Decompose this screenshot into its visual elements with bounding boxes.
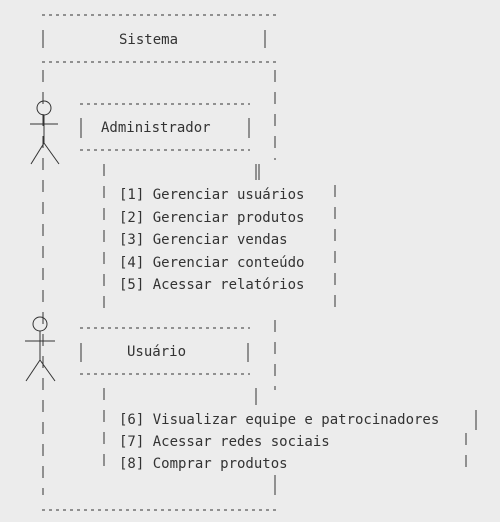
user-item-8: [8] Comprar produtos <box>119 456 288 472</box>
user-item-7: [7] Acessar redes sociais <box>119 434 330 450</box>
admin-item-2: [2] Gerenciar produtos <box>119 210 305 226</box>
admin-item-5: [5] Acessar relatórios <box>119 277 305 293</box>
system-title: Sistema <box>119 32 179 48</box>
user-actor-icon <box>25 316 56 382</box>
user-item-6: [6] Visualizar equipe e patrocinadores <box>119 412 440 428</box>
admin-item-3: [3] Gerenciar vendas <box>119 232 288 248</box>
admin-actor-icon <box>30 100 60 165</box>
admin-actor-label: Administrador <box>101 120 211 136</box>
admin-item-4: [4] Gerenciar conteúdo <box>119 255 305 271</box>
user-actor-label: Usuário <box>127 344 187 360</box>
admin-item-1: [1] Gerenciar usuários <box>119 187 305 203</box>
